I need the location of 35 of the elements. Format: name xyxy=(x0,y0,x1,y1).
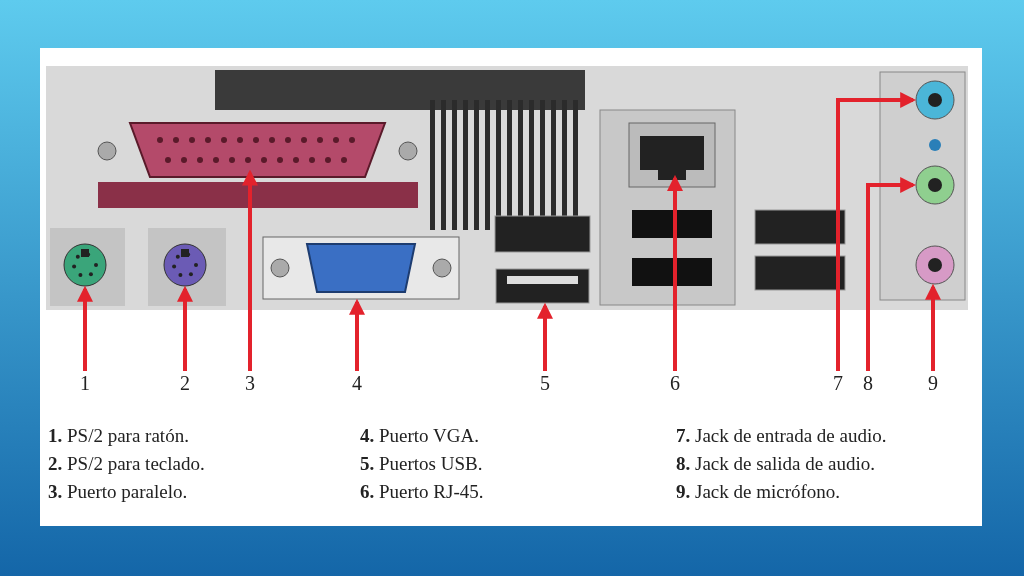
audio-jack-drawing xyxy=(915,245,955,285)
leader-arrow xyxy=(866,177,917,371)
legend-item: 5. Puertos USB. xyxy=(360,452,483,476)
legend-item: 6. Puerto RJ-45. xyxy=(360,480,484,504)
legend-item: 9. Jack de micrófono. xyxy=(676,480,841,504)
callout-number: 9 xyxy=(921,371,945,395)
callout-number: 8 xyxy=(856,371,880,395)
keyboard-port-drawing xyxy=(163,243,207,287)
leader-arrow xyxy=(349,298,365,371)
leader-arrow xyxy=(925,283,941,371)
callout-number: 3 xyxy=(238,371,262,395)
callout-number: 1 xyxy=(73,371,97,395)
mouse-port-drawing xyxy=(63,243,107,287)
leader-arrow xyxy=(177,285,193,371)
callout-number: 5 xyxy=(533,371,557,395)
leader-arrow xyxy=(836,92,917,371)
vga-port-drawing xyxy=(262,236,460,300)
legend-item: 1. PS/2 para ratón. xyxy=(48,424,189,448)
leader-arrow xyxy=(77,285,93,371)
callout-number: 6 xyxy=(663,371,687,395)
usb-port-drawing xyxy=(495,268,590,304)
leader-arrow xyxy=(667,174,683,371)
callout-number: 2 xyxy=(173,371,197,395)
legend-item: 7. Jack de entrada de audio. xyxy=(676,424,887,448)
leader-arrow xyxy=(242,169,258,371)
leader-arrow xyxy=(537,302,553,371)
ethernet-port-drawing xyxy=(628,122,716,188)
callout-number: 7 xyxy=(826,371,850,395)
callout-number: 4 xyxy=(345,371,369,395)
audio-jack-drawing xyxy=(915,80,955,120)
legend-item: 8. Jack de salida de audio. xyxy=(676,452,875,476)
legend-item: 2. PS/2 para teclado. xyxy=(48,452,205,476)
audio-jack-drawing xyxy=(915,165,955,205)
legend-item: 4. Puerto VGA. xyxy=(360,424,479,448)
legend-item: 3. Puerto paralelo. xyxy=(48,480,188,504)
